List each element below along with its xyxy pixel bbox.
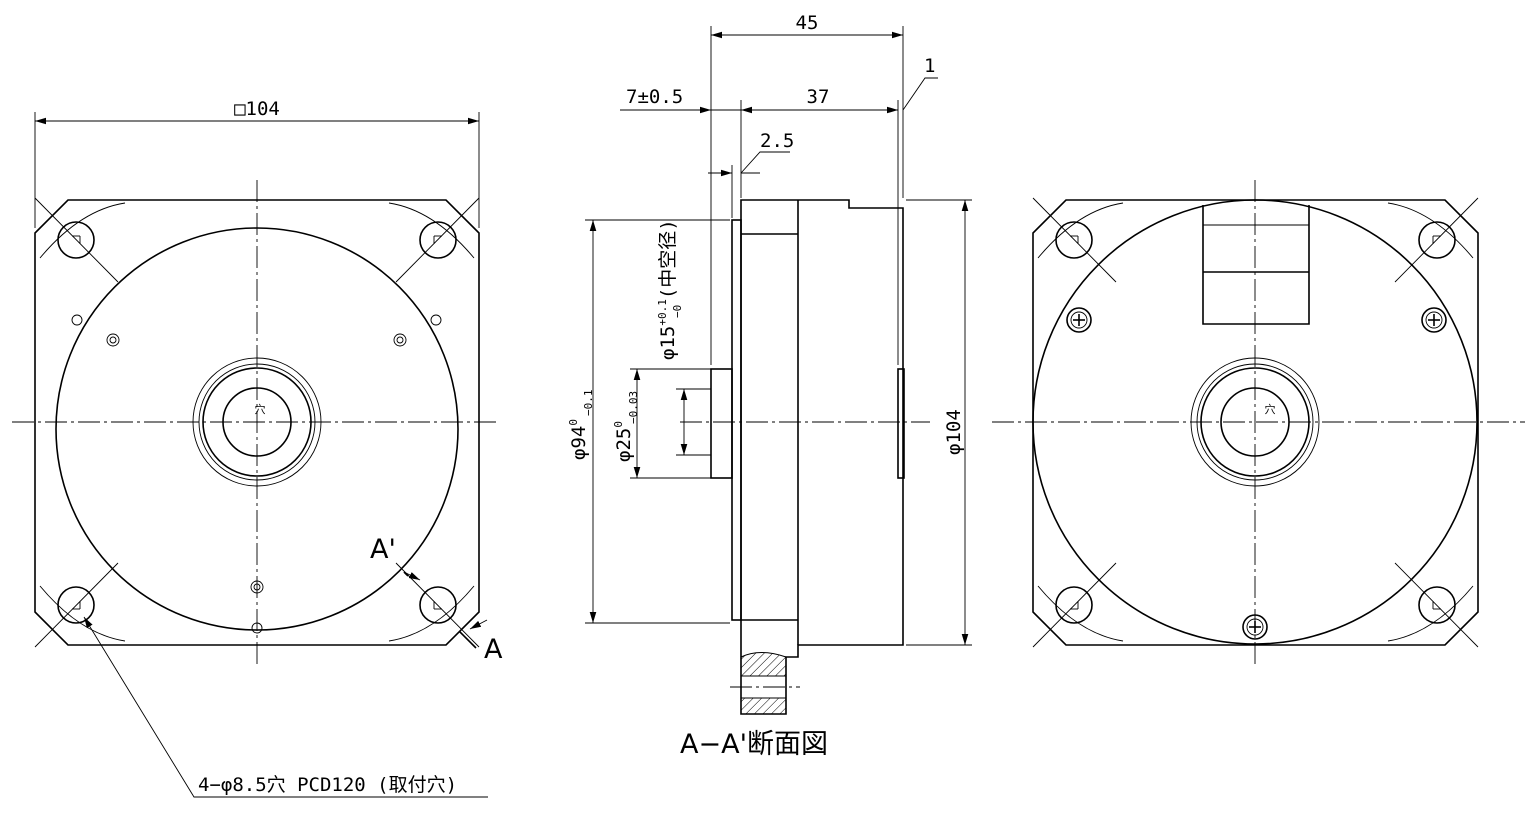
pcd-arcs: [39, 202, 475, 642]
body-dim-label: φ940: [567, 419, 590, 460]
rear-body-circle: [1032, 199, 1478, 645]
dim-leader-2-5: [740, 151, 790, 174]
rear-hub: [1190, 357, 1320, 487]
rear-view: 穴: [992, 180, 1525, 668]
bore-dim-label: φ15+0.1(中空径): [656, 219, 679, 360]
outer-dim-label: φ104: [943, 409, 965, 455]
bore-note: (中空径): [657, 219, 679, 299]
front-body-circle: [55, 227, 459, 631]
front-mount-hole-tl: [34, 197, 119, 283]
body-lower-tol: −0.1: [582, 390, 595, 417]
section-hatch: [740, 652, 787, 677]
section-caption: A−A'断面図: [680, 729, 828, 760]
pilot-lower-tol: −0.03: [627, 391, 640, 424]
pilot-upper-tol: 0: [612, 421, 625, 428]
section-view: 45 7±0.5 37 1 2.5 φ15+0.1(中空径) −0 φ250: [567, 12, 972, 760]
pilot-base: φ25: [613, 428, 635, 462]
front-small-hole-right: [393, 333, 407, 347]
section-tick-a: [459, 631, 477, 649]
dim-label-1: 1: [924, 55, 935, 77]
section-label-a: A: [484, 634, 503, 665]
front-mount-hole-br: [395, 562, 480, 648]
section-shaft-right: [897, 368, 905, 479]
rear-screw-bottom: [1242, 614, 1268, 640]
body-base: φ94: [568, 426, 590, 460]
rear-mount-hole-bl: [1032, 562, 1117, 648]
body-upper-tol: 0: [567, 419, 580, 426]
section-label-a-prime: A': [370, 534, 396, 565]
pilot-dim-label: φ250: [612, 421, 635, 462]
section-hatch-lower: [740, 697, 787, 715]
section-arrow-a: [469, 619, 488, 630]
front-mount-hole-bl: [34, 562, 119, 648]
front-hub: [192, 357, 322, 487]
front-hole-mark: 穴: [255, 402, 266, 416]
dim-leader-1: [902, 77, 938, 111]
mount-hole-callout: 4−φ8.5穴 PCD120 (取付穴): [198, 774, 457, 796]
front-notch-bottom: [251, 622, 263, 634]
rear-connector: [1202, 205, 1310, 325]
rear-mount-hole-tl: [1032, 197, 1117, 283]
dim-label-45: 45: [796, 12, 819, 34]
section-shaft-left: [710, 368, 733, 479]
front-flange-outline: [34, 199, 480, 646]
front-small-hole-bottom: [250, 580, 264, 594]
front-small-hole-left: [106, 333, 120, 347]
section-tick-a-prime: [403, 571, 409, 577]
section-body-outline: [740, 199, 904, 715]
bore-base: φ15: [657, 326, 679, 360]
front-mount-hole-tr: [395, 197, 480, 283]
dim-label-2-5: 2.5: [760, 130, 794, 152]
front-notch-right: [430, 314, 442, 326]
dim-label-37: 37: [807, 86, 830, 108]
callout-leader: [83, 616, 488, 798]
section-arrow-a-prime: [403, 571, 421, 581]
rear-mount-hole-tr: [1394, 197, 1479, 283]
bore-lower-tol: −0: [671, 305, 684, 318]
front-width-label: □104: [234, 98, 280, 120]
dim-label-7: 7±0.5: [626, 86, 683, 108]
rear-screw-left: [1066, 307, 1092, 333]
rear-screw-right: [1421, 307, 1447, 333]
bore-upper-tol: +0.1: [656, 299, 669, 326]
rear-pcd-arcs: [1037, 202, 1474, 642]
section-pilot: [731, 219, 742, 621]
rear-flange-outline: [1032, 199, 1479, 646]
front-view: 穴 □104 A' A: [12, 98, 503, 798]
rear-mount-hole-br: [1394, 562, 1479, 648]
rear-hole-mark: 穴: [1265, 402, 1276, 416]
front-notch-left: [71, 314, 83, 326]
